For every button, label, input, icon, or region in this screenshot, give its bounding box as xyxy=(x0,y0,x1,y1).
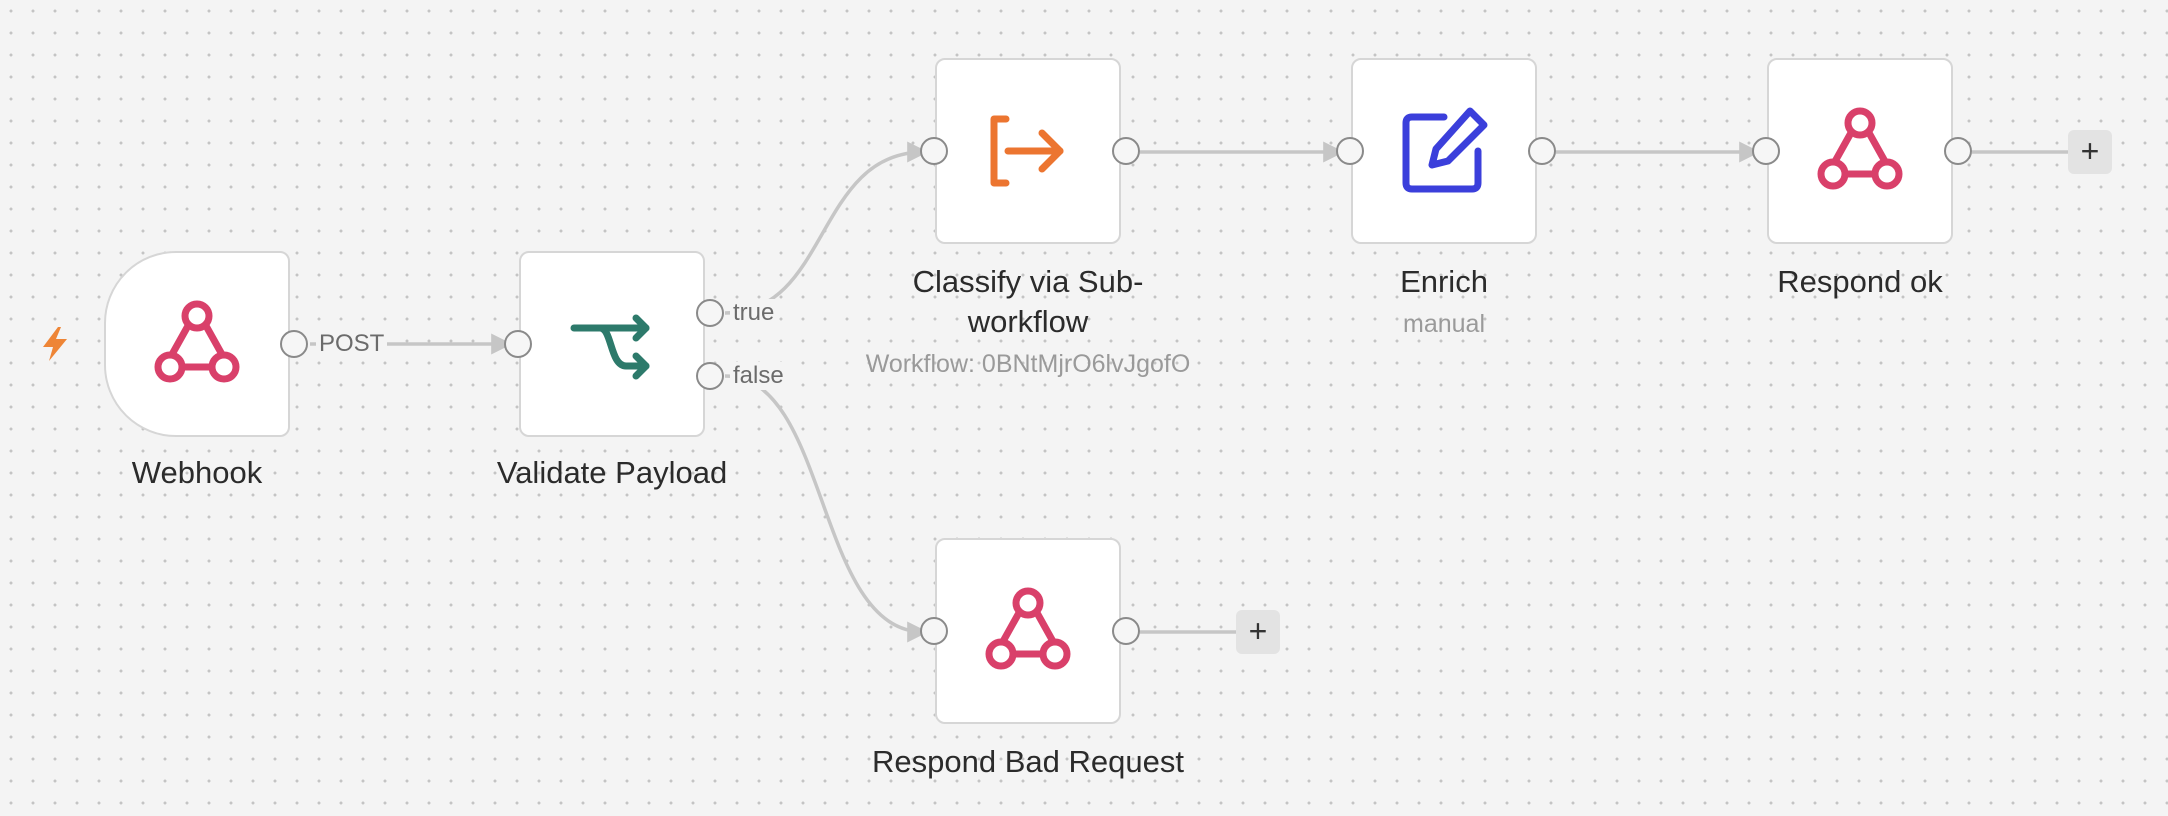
respond-ok-output-handle[interactable] xyxy=(1944,137,1972,165)
validate-true-handle[interactable] xyxy=(696,299,724,327)
node-subtitle-enrich: manual xyxy=(1403,310,1485,338)
enrich-input-handle[interactable] xyxy=(1336,137,1364,165)
respond-bad-input-handle[interactable] xyxy=(920,617,948,645)
node-classify[interactable] xyxy=(935,58,1121,244)
add-node-button-respond-ok[interactable]: + xyxy=(2068,130,2112,174)
respond-ok-input-handle[interactable] xyxy=(1752,137,1780,165)
validate-input-handle[interactable] xyxy=(504,330,532,358)
edge-label-false: false xyxy=(730,362,787,390)
node-respond-ok[interactable] xyxy=(1767,58,1953,244)
node-subtitle-classify: Workflow: 0BNtMjrO6lvJgofO xyxy=(865,350,1191,378)
webhook-icon xyxy=(1817,107,1903,190)
node-title-respond-ok: Respond ok xyxy=(1777,264,1943,299)
edge-label-true: true xyxy=(730,299,778,327)
respond-bad-output-handle[interactable] xyxy=(1112,617,1140,645)
webhook-icon xyxy=(985,587,1071,670)
classify-input-handle[interactable] xyxy=(920,137,948,165)
node-title-validate-payload: Validate Payload xyxy=(496,455,728,490)
node-title-classify: Classify via Sub-workflow xyxy=(912,264,1144,339)
webhook-icon xyxy=(154,300,240,383)
webhook-output-handle[interactable] xyxy=(280,330,308,358)
node-title-respond-bad-request: Respond Bad Request xyxy=(872,744,1184,779)
sign-out-icon xyxy=(990,115,1064,187)
branch-icon xyxy=(570,314,650,380)
node-enrich[interactable] xyxy=(1351,58,1537,244)
enrich-output-handle[interactable] xyxy=(1528,137,1556,165)
node-title-webhook: Webhook xyxy=(131,455,263,490)
classify-output-handle[interactable] xyxy=(1112,137,1140,165)
add-node-button-respond-bad[interactable]: + xyxy=(1236,610,1280,654)
validate-false-handle[interactable] xyxy=(696,362,724,390)
edit-icon xyxy=(1402,107,1488,193)
trigger-bolt-icon xyxy=(43,327,67,361)
node-respond-bad-request[interactable] xyxy=(935,538,1121,724)
node-validate-payload[interactable] xyxy=(519,251,705,437)
node-title-enrich: Enrich xyxy=(1400,264,1488,299)
edge-validate-false-respond-bad[interactable] xyxy=(724,374,929,643)
node-webhook[interactable] xyxy=(104,251,290,437)
edge-label-post: POST xyxy=(316,330,388,358)
